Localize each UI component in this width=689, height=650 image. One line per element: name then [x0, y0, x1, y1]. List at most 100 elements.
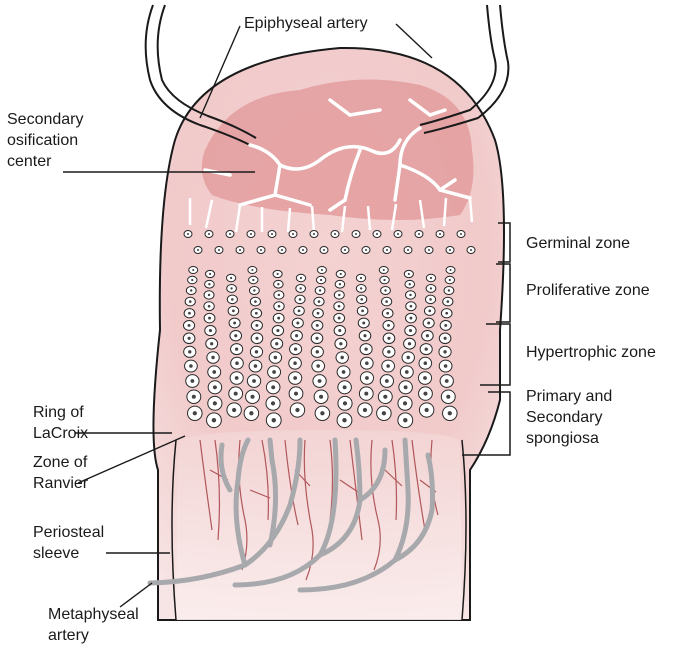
chondrocyte-nucleus: [387, 350, 390, 353]
chondrocyte-nucleus: [386, 364, 390, 368]
chondrocyte-nucleus: [320, 411, 324, 415]
chondrocyte-nucleus: [230, 277, 232, 279]
chondrocyte-nucleus: [424, 361, 428, 365]
chondrocyte-nucleus: [338, 294, 340, 296]
chondrocyte-nucleus: [235, 361, 239, 365]
chondrocyte-nucleus: [212, 370, 216, 374]
chondrocyte-nucleus: [418, 233, 420, 235]
chondrocyte-nucleus: [429, 298, 432, 301]
label-primary-secondary-spongiosa: Primary and Secondary spongiosa: [526, 386, 612, 449]
chondrocyte-nucleus: [294, 347, 297, 350]
chondrocyte-nucleus: [384, 289, 386, 291]
chondrocyte-nucleus: [255, 312, 258, 315]
chondrocyte-nucleus: [299, 287, 301, 289]
chondrocyte-nucleus: [376, 233, 378, 235]
chondrocyte-nucleus: [449, 269, 451, 271]
chondrocyte-nucleus: [430, 287, 432, 289]
chondrocyte-nucleus: [208, 317, 211, 320]
chondrocyte-nucleus: [316, 324, 319, 327]
chondrocyte-nucleus: [386, 249, 388, 251]
chondrocyte-nucleus: [334, 233, 336, 235]
ring-of-lacroix-line1: Ring of: [33, 402, 88, 423]
chondrocyte-nucleus: [340, 273, 342, 275]
chondrocyte-nucleus: [254, 300, 257, 303]
chondrocyte-nucleus: [410, 317, 413, 320]
chondrocyte-nucleus: [361, 310, 364, 313]
chondrocyte-nucleus: [253, 289, 255, 291]
chondrocyte-nucleus: [213, 401, 217, 405]
chondrocyte-nucleus: [233, 322, 236, 325]
chondrocyte-nucleus: [342, 370, 346, 374]
chondrocyte-nucleus: [210, 342, 213, 345]
chondrocyte-nucleus: [339, 342, 342, 345]
chondrocyte-nucleus: [271, 401, 275, 405]
chondrocyte-nucleus: [405, 370, 409, 374]
label-metaphyseal-artery: Metaphyseal artery: [48, 604, 139, 646]
chondrocyte-nucleus: [212, 418, 216, 422]
chondrocyte-nucleus: [319, 395, 323, 399]
chondrocyte-nucleus: [363, 408, 367, 412]
label-germinal-zone: Germinal zone: [526, 233, 630, 254]
chondrocyte-nucleus: [360, 298, 363, 301]
chondrocyte-nucleus: [365, 361, 369, 365]
zone-of-ranvier-line2: Ranvier: [33, 473, 88, 494]
chondrocyte-nucleus: [277, 283, 279, 285]
chondrocyte-nucleus: [340, 356, 343, 359]
secondary-ossification-line1: Secondary: [7, 109, 84, 130]
chondrocyte-nucleus: [188, 312, 191, 315]
chondrocyte-nucleus: [231, 298, 234, 301]
chondrocyte-nucleus: [295, 334, 298, 337]
chondrocyte-nucleus: [428, 249, 430, 251]
chondrocyte-nucleus: [208, 305, 211, 308]
chondrocyte-nucleus: [235, 376, 239, 380]
chondrocyte-nucleus: [403, 401, 407, 405]
chondrocyte-nucleus: [425, 347, 428, 350]
chondrocyte-nucleus: [208, 294, 210, 296]
chondrocyte-nucleus: [383, 279, 385, 281]
chondrocyte-nucleus: [444, 324, 447, 327]
chondrocyte-nucleus: [343, 401, 347, 405]
chondrocyte-nucleus: [443, 350, 446, 353]
chondrocyte-nucleus: [278, 294, 280, 296]
chondrocyte-nucleus: [232, 408, 236, 412]
chondrocyte-nucleus: [277, 317, 280, 320]
chondrocyte-nucleus: [250, 395, 254, 399]
chondrocyte-nucleus: [387, 337, 390, 340]
chondrocyte-nucleus: [293, 376, 297, 380]
chondrocyte-nucleus: [274, 356, 277, 359]
chondrocyte-nucleus: [445, 312, 448, 315]
spongiosa-line1: Primary and: [526, 386, 612, 407]
chondrocyte-nucleus: [209, 329, 212, 332]
chondrocyte-nucleus: [355, 233, 357, 235]
chondrocyte-nucleus: [321, 269, 323, 271]
chondrocyte-nucleus: [255, 324, 258, 327]
chondrocyte-nucleus: [302, 249, 304, 251]
chondrocyte-nucleus: [292, 233, 294, 235]
chondrocyte-nucleus: [403, 418, 407, 422]
chondrocyte-nucleus: [430, 277, 432, 279]
chondrocyte-nucleus: [365, 376, 369, 380]
chondrocyte-nucleus: [190, 289, 192, 291]
chondrocyte-nucleus: [423, 392, 427, 396]
chondrocyte-nucleus: [271, 233, 273, 235]
chondrocyte-nucleus: [409, 329, 412, 332]
chondrocyte-nucleus: [408, 342, 411, 345]
label-zone-of-ranvier: Zone of Ranvier: [33, 452, 88, 494]
chondrocyte-nucleus: [294, 392, 298, 396]
chondrocyte-nucleus: [189, 300, 192, 303]
chondrocyte-nucleus: [252, 279, 254, 281]
chondrocyte-nucleus: [383, 395, 387, 399]
chondrocyte-nucleus: [188, 337, 191, 340]
chondrocyte-nucleus: [213, 385, 217, 389]
chondrocyte-nucleus: [234, 392, 238, 396]
germinal-zone-text: Germinal zone: [526, 233, 630, 254]
chondrocyte-nucleus: [423, 376, 427, 380]
metaphyseal-artery-line2: artery: [48, 625, 139, 646]
chondrocyte-nucleus: [428, 310, 431, 313]
chondrocyte-nucleus: [448, 411, 452, 415]
chondrocyte-nucleus: [360, 277, 362, 279]
chondrocyte-nucleus: [254, 364, 258, 368]
chondrocyte-nucleus: [449, 279, 451, 281]
chondrocyte-nucleus: [234, 334, 237, 337]
chondrocyte-nucleus: [315, 337, 318, 340]
